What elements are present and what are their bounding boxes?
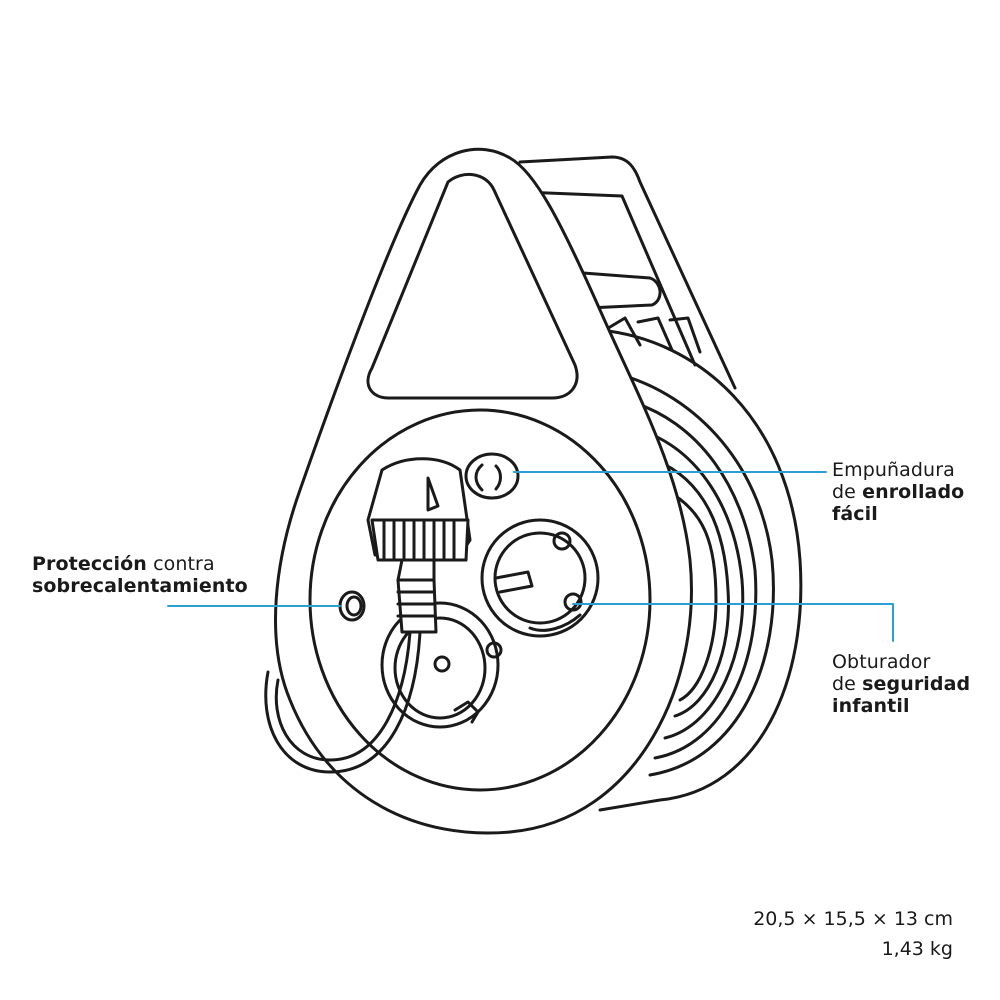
callout-lines bbox=[167, 471, 894, 642]
plug-icon bbox=[264, 457, 472, 774]
cable-drum bbox=[598, 328, 803, 812]
winding-handle-icon bbox=[464, 452, 520, 500]
reset-button-icon bbox=[338, 590, 366, 622]
callout-child-safety-shutter: Obturador de seguridad infantil bbox=[832, 651, 971, 717]
callout-winding-handle: Empuñadura de enrollado fácil bbox=[832, 459, 965, 525]
callout-line-shutter bbox=[572, 603, 894, 642]
weight-text: 1,43 kg bbox=[881, 938, 953, 960]
schuko-socket-icon bbox=[480, 518, 600, 638]
product-specs: 20,5 × 15,5 × 13 cm 1,43 kg bbox=[753, 904, 953, 964]
callout-overheat-protection: Protección contra sobrecalentamiento bbox=[32, 553, 248, 597]
dimensions-text: 20,5 × 15,5 × 13 cm bbox=[753, 908, 953, 930]
grip-cutout bbox=[366, 173, 579, 400]
